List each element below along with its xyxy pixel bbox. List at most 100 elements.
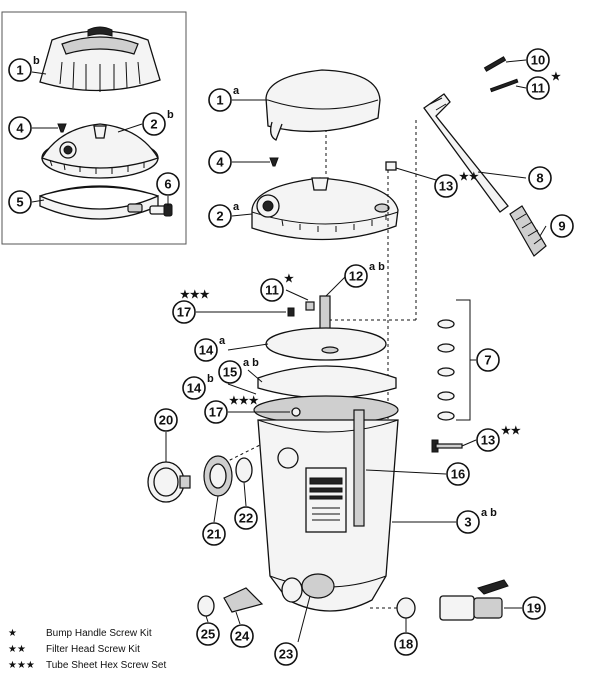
svg-text:a b: a b	[243, 357, 259, 369]
svg-text:6: 6	[164, 177, 171, 192]
callout-21: 21	[202, 522, 226, 546]
callout-23: 23	[274, 642, 298, 666]
callout-18: 18	[394, 632, 418, 656]
pressure-gauge	[147, 461, 191, 503]
tank-bolt	[431, 439, 463, 453]
svg-text:11: 11	[531, 81, 545, 96]
svg-text:14: 14	[187, 381, 202, 396]
leader-lines	[31, 59, 547, 643]
svg-text:24: 24	[235, 629, 250, 644]
svg-text:2: 2	[150, 117, 157, 132]
svg-text:Tube Sheet Hex Screw Set: Tube Sheet Hex Screw Set	[46, 660, 166, 671]
callout-17-top: 17 ★★★	[172, 289, 210, 324]
manifold	[257, 365, 397, 399]
callout-12: 12 a b	[344, 261, 385, 288]
svg-text:2: 2	[216, 209, 223, 224]
head-screw	[269, 157, 279, 167]
inset-clamp-ring	[39, 185, 159, 220]
svg-text:b: b	[33, 55, 40, 67]
bump-handle	[265, 69, 381, 141]
callout-5: 5	[8, 190, 32, 214]
lever-grip	[509, 205, 547, 257]
svg-text:3: 3	[464, 515, 471, 530]
svg-text:a: a	[233, 201, 240, 213]
svg-text:★★: ★★	[8, 644, 26, 655]
svg-text:★★★: ★★★	[229, 395, 259, 407]
callout-1a: 1 a	[208, 85, 240, 112]
svg-text:10: 10	[531, 53, 545, 68]
tube-sheet-top	[265, 327, 387, 361]
gauge-union	[203, 455, 233, 497]
bump-screw	[489, 78, 519, 93]
callout-22: 22	[234, 506, 258, 530]
legend: ★ Bump Handle Screw Kit ★★ Filter Head S…	[8, 628, 166, 671]
svg-text:25: 25	[201, 627, 215, 642]
handle-pin	[483, 56, 507, 72]
svg-text:18: 18	[399, 637, 413, 652]
hex-screw-17-top	[287, 307, 295, 317]
callout-3: 3 a b	[456, 507, 497, 534]
svg-text:★★★: ★★★	[8, 660, 35, 671]
filter-tank	[257, 409, 399, 612]
bottom-port	[281, 573, 335, 603]
svg-text:17: 17	[209, 405, 223, 420]
svg-text:1: 1	[216, 93, 223, 108]
svg-text:9: 9	[558, 219, 565, 234]
legend-item-3: ★★★ Tube Sheet Hex Screw Set	[8, 660, 166, 671]
callout-6: 6	[156, 172, 180, 196]
callout-15: 15 a b	[218, 357, 259, 384]
svg-text:11: 11	[265, 283, 279, 298]
bump-lever	[423, 93, 509, 213]
svg-text:★: ★	[284, 273, 294, 285]
callout-4: 4	[208, 150, 232, 174]
callout-8: 8	[528, 166, 552, 190]
drain-washer	[197, 595, 215, 617]
svg-text:a: a	[219, 335, 226, 347]
svg-text:4: 4	[16, 121, 24, 136]
callout-14b: 14 b	[182, 373, 214, 400]
svg-text:a: a	[233, 85, 240, 97]
callout-11-top: 11 ★	[526, 71, 561, 100]
callout-2b: 2 b	[142, 109, 174, 136]
callout-7: 7	[476, 348, 500, 372]
svg-text:21: 21	[207, 527, 221, 542]
svg-text:7: 7	[484, 353, 491, 368]
inset-bump-handle	[39, 26, 161, 92]
callout-17-bottom: 17 ★★★	[204, 395, 259, 424]
svg-text:22: 22	[239, 511, 253, 526]
callout-20: 20	[154, 408, 178, 432]
svg-text:13: 13	[481, 433, 495, 448]
inset-clamp-knob	[149, 203, 173, 217]
drain-plug	[396, 597, 416, 619]
filter-head	[251, 177, 399, 241]
legend-item-2: ★★ Filter Head Screw Kit	[8, 644, 140, 655]
inset-filter-head	[41, 123, 159, 179]
callout-10: 10	[526, 48, 550, 72]
svg-text:20: 20	[159, 413, 173, 428]
callout-4-inset: 4	[8, 116, 32, 140]
legend-item-1: ★ Bump Handle Screw Kit	[8, 628, 152, 639]
svg-text:a b: a b	[481, 507, 497, 519]
svg-text:12: 12	[349, 269, 363, 284]
svg-text:17: 17	[177, 305, 191, 320]
callout-14a: 14 a	[194, 335, 226, 362]
svg-text:b: b	[167, 109, 174, 121]
inset-screw	[57, 123, 67, 133]
callout-25: 25	[196, 622, 220, 646]
screw-11	[305, 301, 315, 311]
callout-11: 11 ★	[260, 273, 294, 302]
svg-text:1: 1	[16, 63, 23, 78]
ball-valve	[439, 579, 509, 621]
svg-text:4: 4	[216, 155, 224, 170]
svg-text:15: 15	[223, 365, 237, 380]
callout-16: 16	[446, 462, 470, 486]
svg-text:★★: ★★	[501, 425, 521, 437]
callout-13-bottom: 13 ★★	[476, 425, 521, 452]
callout-9: 9	[550, 214, 574, 238]
o-ring-set	[437, 319, 455, 421]
svg-text:Filter Head Screw Kit: Filter Head Screw Kit	[46, 644, 140, 655]
drain-elbow	[223, 587, 264, 613]
gauge-o-ring	[235, 457, 253, 483]
svg-text:14: 14	[199, 343, 214, 358]
